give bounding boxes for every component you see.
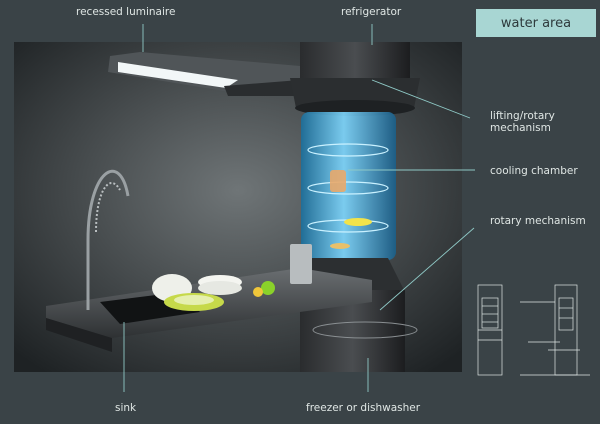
leader-lines — [123, 24, 475, 392]
label-lifting-rotary-line2: mechanism — [490, 122, 551, 134]
section-title: water area — [476, 9, 596, 37]
leader-lifting-rotary — [371, 79, 471, 119]
label-refrigerator: refrigerator — [341, 6, 402, 18]
faucet — [86, 169, 130, 310]
label-sink: sink — [115, 402, 137, 414]
label-rotary-mechanism: rotary mechanism — [490, 215, 586, 227]
label-recessed-luminaire: recessed luminaire — [76, 6, 176, 18]
refrigerator-column — [290, 42, 420, 116]
label-lifting-rotary-line1: lifting/rotary — [490, 110, 555, 122]
recessed-luminaire-shape — [108, 52, 300, 96]
leader-rotary-mechanism — [379, 227, 475, 311]
dishes — [152, 244, 312, 311]
cooling-chamber-shape — [301, 112, 396, 260]
label-freezer-or-dishwasher: freezer or dishwasher — [306, 402, 421, 414]
elevation-drawing — [477, 284, 590, 376]
label-cooling-chamber: cooling chamber — [490, 165, 578, 177]
